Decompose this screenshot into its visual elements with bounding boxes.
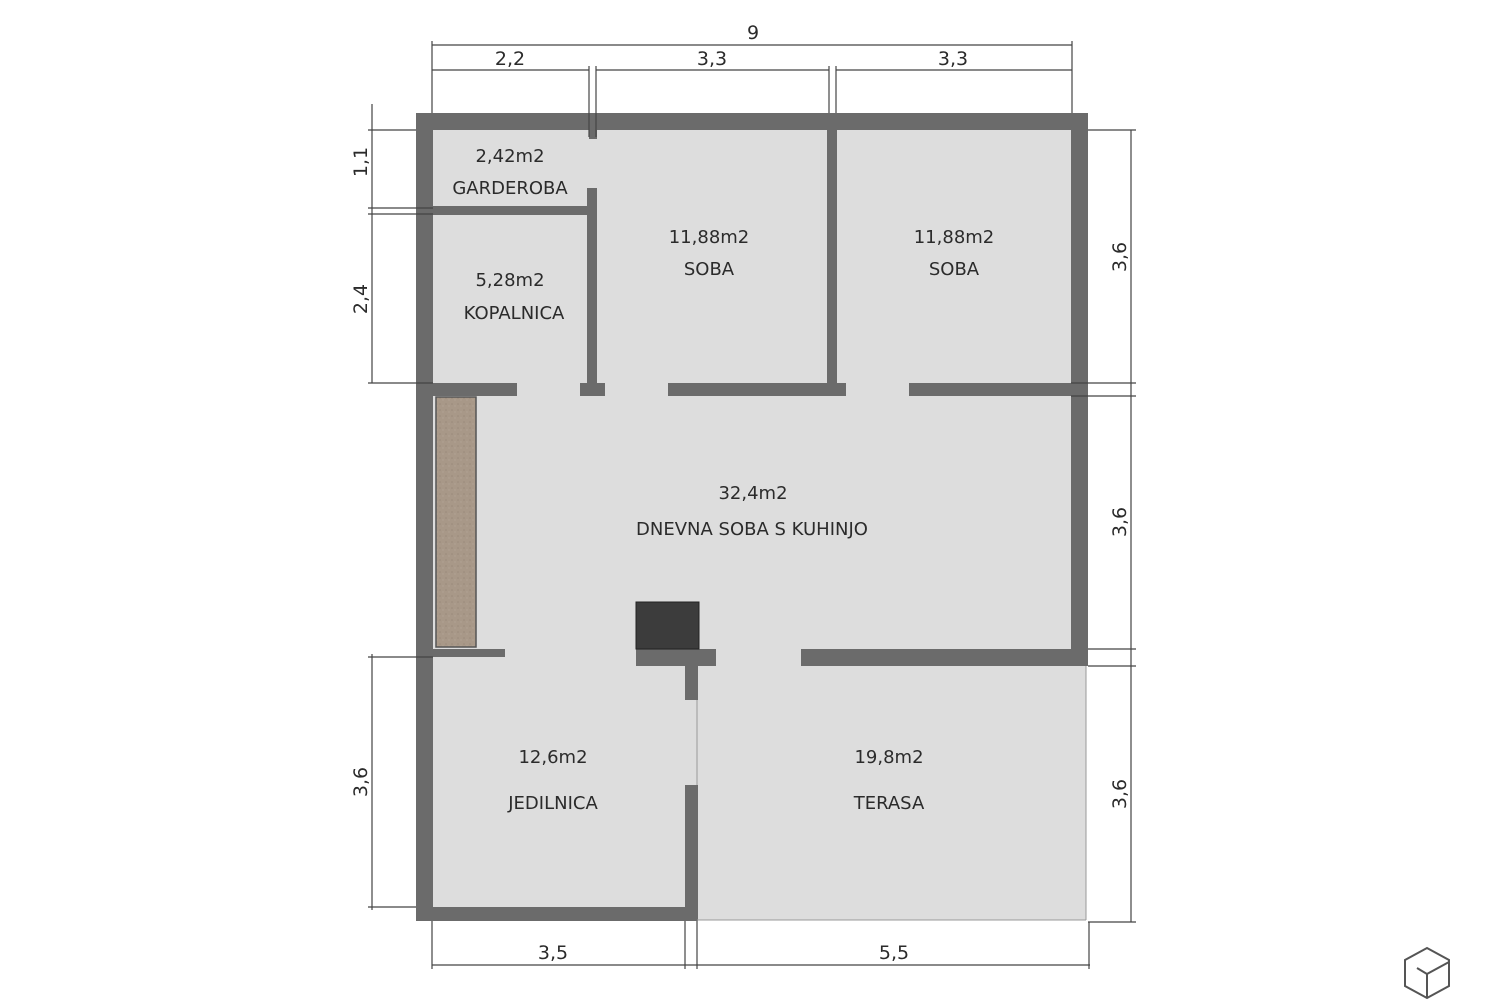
wall-kitchen-ledge [636, 649, 716, 666]
dim-top-1: 2,2 [495, 48, 525, 70]
dimension-bottom: 3,5 5,5 [431, 921, 1090, 969]
wall-soba1-front [668, 383, 846, 396]
wall-top [416, 113, 1088, 130]
wall-terasa-top [801, 649, 1088, 666]
wall-left [416, 113, 433, 921]
soba2-name: SOBA [929, 259, 980, 280]
wall-kitchen-post [685, 649, 698, 700]
wall-kopalnica-door-right [580, 383, 605, 396]
dim-left-1: 1,1 [350, 147, 372, 177]
wall-kopalnica-door-left [433, 383, 517, 396]
jedilnica-area: 12,6m2 [518, 747, 587, 768]
kopalnica-area: 5,28m2 [475, 270, 544, 291]
dim-right-3: 3,6 [1109, 779, 1131, 809]
room-labels: 2,42m2 GARDEROBA 5,28m2 KOPALNICA 11,88m… [452, 146, 994, 814]
dimension-left: 1,1 2,4 3,6 [350, 104, 433, 910]
dim-top-2: 3,3 [697, 48, 727, 70]
wall-jedilnica-terasa [685, 785, 698, 921]
soba1-name: SOBA [684, 259, 735, 280]
terasa-name: TERASA [853, 793, 925, 814]
stove [635, 601, 700, 650]
dim-bottom-2: 5,5 [879, 942, 909, 964]
floor-areas [416, 113, 1086, 920]
garderoba-name: GARDEROBA [452, 178, 568, 199]
wall-jedilnica-stub [433, 649, 505, 657]
wall-soba2-front [909, 383, 1088, 396]
wall-bottom-dining [416, 907, 697, 921]
jedilnica-name: JEDILNICA [507, 793, 598, 814]
dimension-top: 9 2,2 3,3 3,3 [431, 22, 1073, 137]
kitchen-counter [435, 396, 477, 648]
wall-kopalnica-soba [587, 188, 597, 396]
cube-logo-icon [1404, 946, 1450, 1000]
wall-garderoba-kopalnica [433, 206, 596, 215]
floor-main [416, 113, 1086, 920]
dnevna-name: DNEVNA SOBA S KUHINJO [636, 519, 868, 540]
wall-soba-soba [827, 113, 837, 396]
garderoba-area: 2,42m2 [475, 146, 544, 167]
dim-left-3: 3,6 [350, 767, 372, 797]
dim-bottom-1: 3,5 [538, 942, 568, 964]
wall-garderoba-stub [589, 113, 597, 139]
dim-left-2: 2,4 [350, 284, 372, 314]
soba1-area: 11,88m2 [669, 227, 750, 248]
kopalnica-name: KOPALNICA [464, 303, 565, 324]
interior-walls [433, 113, 1088, 921]
dim-right-2: 3,6 [1109, 507, 1131, 537]
dim-top-total: 9 [747, 22, 759, 44]
dim-right-1: 3,6 [1109, 242, 1131, 272]
dim-top-3: 3,3 [938, 48, 968, 70]
dnevna-area: 32,4m2 [718, 483, 787, 504]
soba2-area: 11,88m2 [914, 227, 995, 248]
dimension-right: 3,6 3,6 3,6 [1071, 129, 1136, 923]
terasa-area: 19,8m2 [854, 747, 923, 768]
